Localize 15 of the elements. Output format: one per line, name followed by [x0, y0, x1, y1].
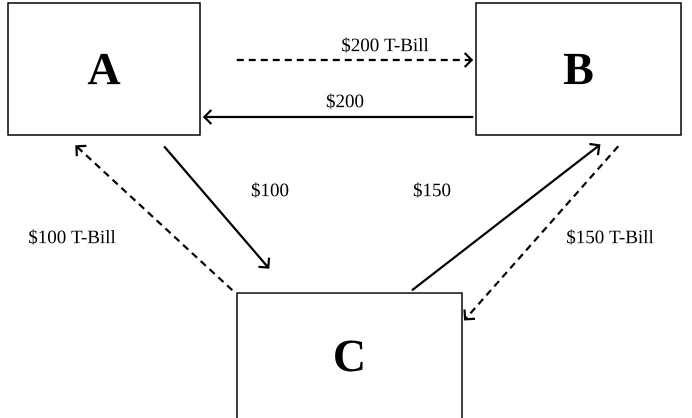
arrow: [202, 109, 474, 125]
edge-label: $200: [325, 92, 365, 110]
edge-label: $150 T-Bill: [565, 228, 655, 246]
process-box: A: [7, 2, 201, 136]
edge-label: $200 T-Bill: [340, 36, 430, 54]
edge-label: $100: [250, 181, 290, 199]
arrow: [75, 144, 234, 292]
arrow: [163, 146, 270, 269]
edge-label: $150: [412, 181, 452, 199]
process-box: C: [236, 292, 463, 418]
arrow: [463, 146, 620, 320]
process-box: B: [475, 2, 682, 136]
arrow: [236, 52, 474, 68]
edge-label: $100 T-Bill: [27, 228, 117, 246]
arrow: [411, 142, 600, 292]
